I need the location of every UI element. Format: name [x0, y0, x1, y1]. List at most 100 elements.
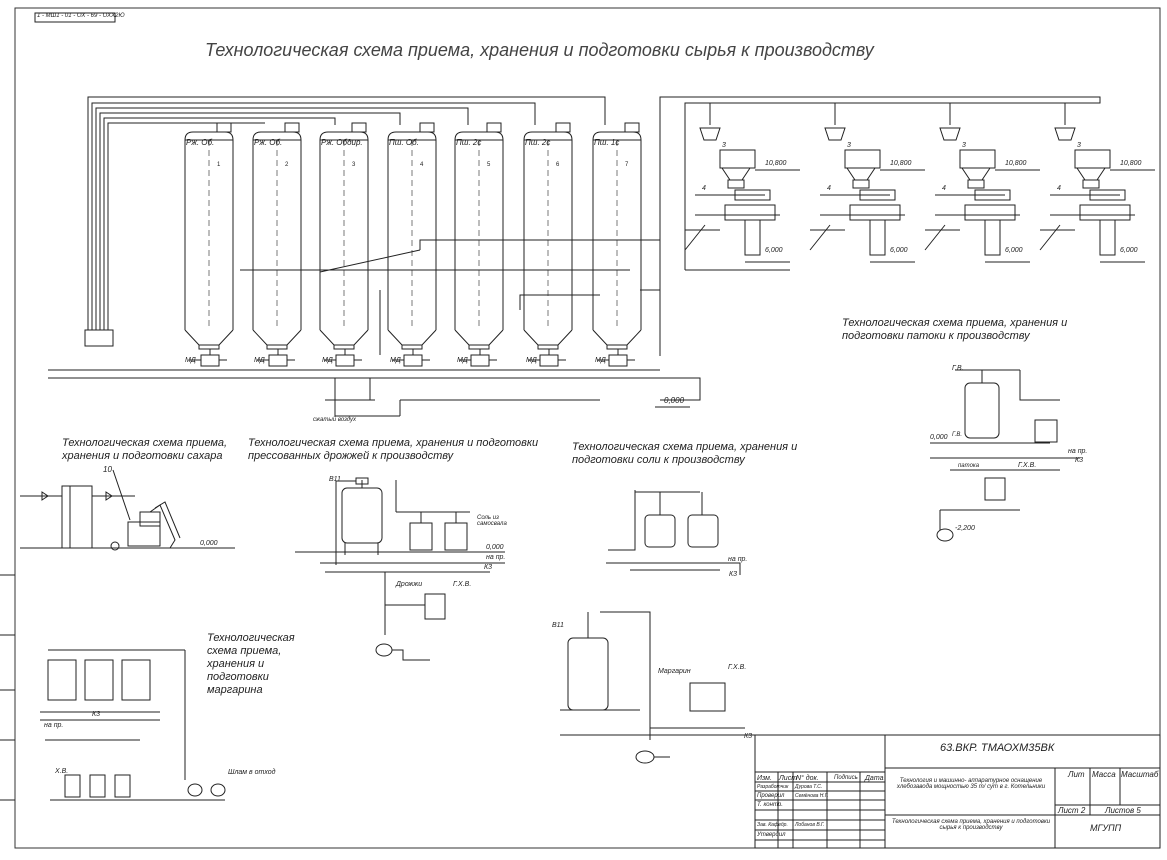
molasses-title: Технологическая схема приема, хранения и… [842, 317, 1068, 342]
margarine-sludge: Шлам в отход [228, 769, 276, 776]
md-label-6: МД [526, 357, 537, 364]
mixer-group [684, 127, 1155, 263]
margarine-xv: Х.В. [55, 768, 69, 775]
stamp-zavkaf: Зав. Кафедр. [757, 822, 788, 828]
margarine-to-pr: на пр. [44, 722, 64, 729]
mixer-unit-2 [809, 127, 925, 263]
salt-kz: К3 [729, 571, 738, 578]
molasses-gv2: Г.В. [952, 432, 962, 438]
md-label-7: МД [595, 357, 606, 364]
silo-4 [387, 122, 437, 367]
mixer-level-bottom: 6,000 [1120, 247, 1138, 254]
molasses-gv: Г.В. [952, 365, 964, 372]
molasses-kz: К3 [1075, 457, 1084, 464]
stamp-name2: Семёнова Н.Г. [795, 793, 829, 799]
md-label-2: МД [254, 357, 265, 364]
stamp-hdr-list: Лист [779, 775, 798, 782]
mixer-feed-line [659, 96, 1101, 356]
md-label-3: МД [322, 357, 333, 364]
salt-ghv: Г.Х.В. [728, 664, 747, 671]
yeast-scheme [295, 477, 505, 661]
mixer-item-4: 4 [702, 185, 706, 192]
silo-7 [592, 122, 642, 367]
mixer-level-bottom: 6,000 [765, 247, 783, 254]
silo-group [184, 122, 642, 367]
md-label-4: МД [390, 357, 401, 364]
sugar-scheme [20, 469, 235, 551]
yeast-salt-from: Соль из самосвала [477, 515, 507, 527]
silo-label: Рж. Об. [254, 138, 283, 147]
molasses-scheme [930, 369, 1080, 542]
silo-5 [454, 122, 504, 367]
mixer-item-4: 4 [1057, 185, 1061, 192]
stamp-sheet-title: Технологическая схема приема, хранения и… [891, 819, 1051, 831]
page-title: Технологическая схема приема, хранения и… [205, 40, 874, 60]
stamp-name3: Лобанов В.Г. [795, 822, 825, 828]
sheet-frame [0, 7, 1161, 849]
mixer-level-bottom: 6,000 [890, 247, 908, 254]
silo-number: 1 [217, 162, 221, 168]
silo-number: 6 [556, 162, 560, 168]
yeast-title: Технологическая схема приема, хранения и… [248, 437, 539, 462]
mixer-item-3: 3 [847, 142, 851, 149]
mixer-level-bottom: 6,000 [1005, 247, 1023, 254]
mixer-item-3: 3 [962, 142, 966, 149]
md-label-1: МД [185, 357, 196, 364]
stamp-hdr-izm: Изм. [757, 775, 772, 782]
molasses-to-pr: на пр. [1068, 448, 1088, 455]
silo-number: 3 [352, 162, 356, 168]
mixer-item-3: 3 [1077, 142, 1081, 149]
mixer-level-top: 10,800 [765, 160, 787, 167]
mixer-unit-4 [1039, 127, 1155, 263]
silo-label: Пш. 2с [456, 138, 482, 147]
stamp-name1: Дурова Т.С. [795, 784, 823, 790]
molasses-level: 0,000 [930, 434, 948, 441]
silo-2 [252, 122, 302, 367]
salt-to-pr: на пр. [728, 556, 748, 563]
stamp-doc-code: 63.ВКР. ТМАОХМ35ВК [940, 742, 1055, 754]
silo-label: Рж. Обдир. [321, 138, 363, 147]
margarine-title: Технологическая схема приема, хранения и… [207, 632, 295, 696]
margarine-scheme [40, 649, 226, 801]
main-level: 0,000 [664, 396, 685, 405]
salt-kz2: К3 [744, 733, 753, 740]
mixer-unit-3 [924, 127, 1040, 263]
silo-6 [523, 122, 573, 367]
molasses-patoka: патока [958, 463, 980, 469]
mixer-level-top: 10,800 [890, 160, 912, 167]
silo-1 [184, 122, 234, 367]
silo-label: Рж. Об. [186, 138, 215, 147]
yeast-level: 0,000 [486, 544, 504, 551]
stamp-razrab: Разработчик [757, 784, 789, 790]
silo-number: 4 [420, 162, 424, 168]
stamp-org: МГУПП [1090, 823, 1122, 833]
salt-margarine: Маргарин [658, 668, 691, 675]
stamp-listov: Листов 5 [1105, 806, 1141, 815]
margarine-kz: К3 [92, 711, 101, 718]
stamp-project: Технология и машинно- аппаратурное оснащ… [896, 778, 1046, 790]
silo-number: 7 [625, 162, 629, 168]
mixer-level-top: 10,800 [1005, 160, 1027, 167]
molasses-ghv: Г.Х.В. [1018, 462, 1037, 469]
stamp-tkontr: Т. контр. [757, 802, 783, 808]
silo-number: 2 [285, 162, 289, 168]
stamp-lit: Лит [1068, 770, 1085, 779]
title-block [754, 734, 1161, 849]
silo-label: Пш. 1с [594, 138, 620, 147]
yeast-to-pr: на пр. [486, 554, 506, 561]
yeast-ghv: Г.Х.В. [453, 581, 472, 588]
sugar-level: 0,000 [200, 540, 218, 547]
stamp-utv: Утвердил [757, 832, 786, 838]
silo-label: Пш. Об. [389, 138, 419, 147]
yeast-v11: В11 [329, 476, 341, 483]
mixer-item-4: 4 [942, 185, 946, 192]
compressed-air-label: сжатый воздух [313, 417, 357, 423]
mixer-item-3: 3 [722, 142, 726, 149]
stamp-list: Лист 2 [1058, 806, 1086, 815]
salt-title: Технологическая схема приема, хранения и… [572, 441, 798, 466]
stamp-hdr-ndok: N° док. [796, 775, 819, 782]
silo-label: Пш. 2с [525, 138, 551, 147]
corner-code: 1 - МШ1 - 01 - ОХ - 69 - ОХХ2Ю [37, 13, 125, 19]
yeast-drozhzhi: Дрожжи [396, 581, 423, 588]
